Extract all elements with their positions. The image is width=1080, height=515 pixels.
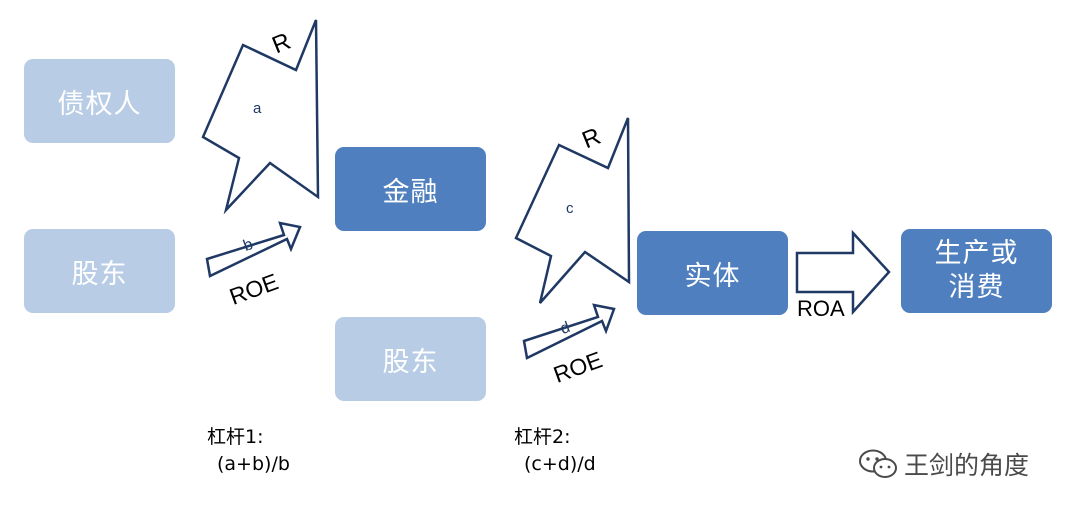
leverage-1: 杠杆1: (a+b)/b [207,424,290,478]
arrow-c [514,117,631,304]
arrow-a [201,19,320,215]
arrow-b [205,221,302,278]
node-output: 生产或 消费 [901,229,1052,313]
node-shareholder-2: 股东 [335,317,486,401]
wechat-icon [859,449,897,478]
node-creditor: 债权人 [24,59,175,143]
watermark: 王剑的角度 [858,446,1029,482]
label-c: c [566,200,574,217]
node-entity: 实体 [637,231,788,315]
leverage-1-expr: (a+b)/b [217,453,290,475]
leverage-2-expr: (c+d)/d [524,453,596,475]
leverage-1-title: 杠杆1: [207,426,264,448]
arrow-d [522,303,616,360]
arrow-roa [795,229,891,316]
label-a: a [253,100,262,117]
leverage-2-title: 杠杆2: [514,426,571,448]
leverage-2: 杠杆2: (c+d)/d [514,424,596,478]
node-finance: 金融 [335,147,486,231]
node-shareholder-1: 股东 [24,229,175,313]
watermark-text: 王剑的角度 [904,451,1030,480]
label-roa: ROA [797,296,845,321]
